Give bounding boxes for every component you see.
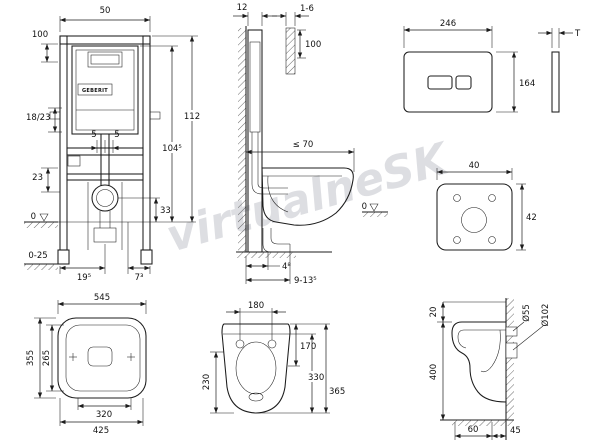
- geberit-logo-box: [77, 83, 113, 96]
- dim-pipe-small: Ø55: [521, 304, 532, 322]
- level-zero-side: 0: [362, 202, 367, 212]
- wc-front-view: 180 230 170 330 365: [202, 301, 345, 414]
- dim-hole-distance: 180: [248, 301, 264, 311]
- level-mark-icon: [39, 213, 49, 222]
- dim-projection: ≤ 70: [293, 140, 314, 150]
- dim-wc-60: 60: [468, 425, 479, 435]
- dim-mat-height: 42: [526, 213, 537, 223]
- dim-pipe-large: Ø102: [540, 304, 551, 327]
- dim-side-100: 100: [305, 40, 321, 50]
- dim-9135: 9-13⁵: [294, 276, 317, 286]
- dim-23: 23: [32, 173, 43, 183]
- dim-frame-width: 50: [100, 6, 111, 16]
- flush-plate-edge: [551, 51, 560, 113]
- dim-wc-230: 230: [202, 374, 212, 390]
- dim-1045: 104⁵: [162, 144, 182, 154]
- dim-gap-left: 5: [91, 130, 96, 140]
- dim-depth: 12: [237, 3, 248, 13]
- insulation-mat: [436, 183, 513, 251]
- dim-wc-330: 330: [308, 373, 324, 383]
- frame-front-view: GEBERIT 50 100 18/23: [24, 6, 204, 283]
- frame-side-view: 12 1-6 100 ≤ 70 0: [233, 3, 388, 286]
- wc-side-view: Ø55 Ø102 20 400 60 45: [429, 298, 551, 440]
- dim-wc-width-inner: 265: [42, 350, 52, 366]
- dim-finish-range: 1-6: [300, 4, 314, 14]
- geberit-logo: GEBERIT: [82, 88, 108, 94]
- level-zero: 0: [31, 212, 36, 222]
- dim-bracket: 18/23: [26, 113, 51, 123]
- dim-73: 7³: [135, 273, 144, 283]
- wc-side-outline: [451, 321, 507, 403]
- dim-plate-height: 164: [519, 79, 535, 89]
- outlet-flange: [91, 184, 119, 212]
- dim-wc-365: 365: [329, 387, 345, 397]
- dim-outlet-height: 33: [160, 206, 171, 216]
- dim-wc-425: 425: [93, 426, 109, 436]
- flush-button-large: [427, 75, 453, 90]
- flush-button-small: [455, 75, 472, 90]
- dim-mat-width: 40: [469, 161, 480, 171]
- right-foot: [140, 249, 153, 265]
- flush-plate-view: 246 164 T: [403, 19, 581, 113]
- wc-top-outline: [57, 317, 147, 399]
- watermark: virtualneSK: [161, 133, 456, 263]
- dim-foot-range: 0-25: [28, 251, 47, 261]
- level-mark-icon: [369, 203, 379, 212]
- left-foot: [57, 249, 70, 265]
- waste-pipe: [505, 342, 518, 359]
- dim-wc-320: 320: [96, 410, 112, 420]
- dim-gap-right: 5: [114, 130, 119, 140]
- dim-rim-height: 400: [429, 364, 439, 380]
- dim-wc-width-outer: 355: [26, 350, 36, 366]
- dim-48: 4⁸: [282, 262, 291, 272]
- dim-plate-width: 246: [440, 19, 456, 29]
- dim-wc-170: 170: [300, 342, 316, 352]
- dim-wc-45: 45: [510, 426, 521, 436]
- insulation-mat-view: 40 42: [436, 161, 537, 251]
- wc-top-view: 545 355 265 320 425: [26, 293, 147, 436]
- supply-pipe: [505, 326, 518, 337]
- dim-195: 19⁵: [77, 273, 91, 283]
- dim-wc-20: 20: [429, 307, 439, 318]
- dim-wc-depth: 545: [94, 293, 110, 303]
- dim-plate-thickness: T: [574, 29, 581, 39]
- dim-frame-100: 100: [32, 30, 48, 40]
- wc-front-outline: [221, 323, 291, 414]
- dim-total-height: 112: [184, 112, 200, 122]
